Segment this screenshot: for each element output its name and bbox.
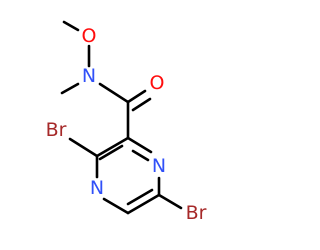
atom-br-3: Br xyxy=(46,119,67,141)
bond-carbonyl-double-2 xyxy=(131,97,152,112)
bond-n-methyl xyxy=(60,82,80,95)
atom-o-carbonyl: O xyxy=(150,72,165,94)
bonds xyxy=(60,20,183,215)
atom-labels: O N O Br N N Br xyxy=(46,25,207,224)
bond-ring-c2-c3 xyxy=(95,136,130,158)
bond-ring-c5-c6 xyxy=(126,193,161,215)
bond-ring-n1-c2 xyxy=(126,136,153,154)
chemical-structure-diagram: O N O Br N N Br xyxy=(46,20,207,224)
bond-ring-c2-c3-inner xyxy=(98,144,124,161)
bond-c3-br xyxy=(68,137,99,158)
atom-n-amide: N xyxy=(82,65,96,87)
bond-ring-n4-c5 xyxy=(102,197,130,215)
atom-o-ether: O xyxy=(82,25,97,47)
bond-n-carbonyl-carbon xyxy=(98,82,130,104)
atom-n-ring-bottom: N xyxy=(90,177,104,199)
atom-n-ring-top: N xyxy=(152,155,166,177)
bond-carbonyl-double-1 xyxy=(126,89,147,104)
bond-ring-n1-c2-inner xyxy=(131,149,150,162)
bond-methyl-o xyxy=(62,20,80,32)
bond-ring-c5-c6-inner xyxy=(126,188,154,206)
atom-br-6: Br xyxy=(186,202,207,224)
bond-c6-br xyxy=(157,193,183,210)
